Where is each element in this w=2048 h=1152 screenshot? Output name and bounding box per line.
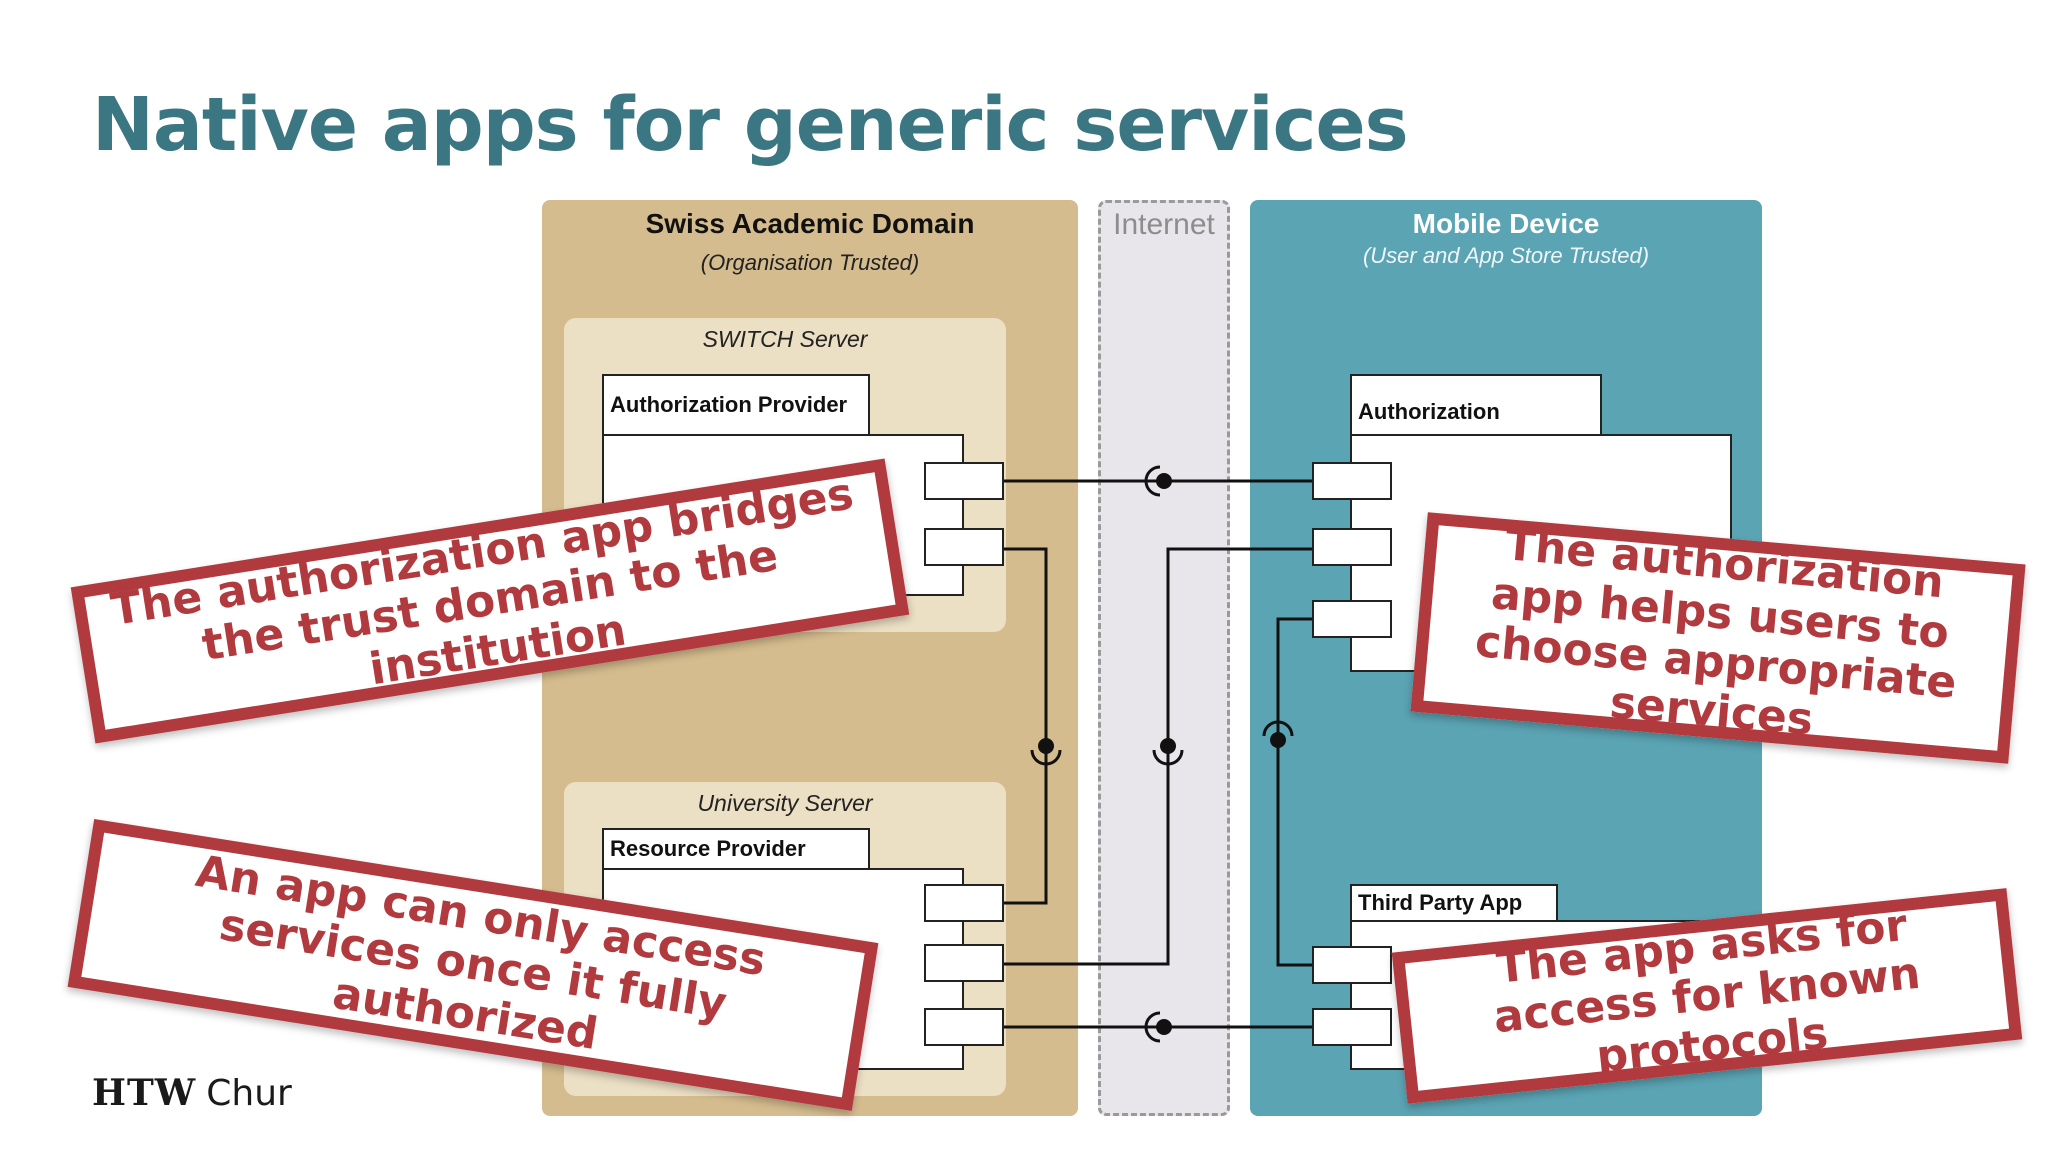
interface-sockets: [1030, 465, 1294, 1043]
socket-icon: [1262, 720, 1294, 737]
third-party-app-port-2: [1312, 1008, 1392, 1046]
authorization-provider-port-2: [924, 528, 1004, 566]
resource-provider-port-2: [924, 944, 1004, 982]
wire-mobile-auth-to-third-party: [1276, 617, 1312, 967]
resource-provider-component: Resource Provider: [602, 828, 870, 870]
academic-zone-subtitle: (Organisation Trusted): [700, 250, 920, 275]
authorization-provider-port-1: [924, 462, 1004, 500]
third-party-app-port-1: [1312, 946, 1392, 984]
socket-icon: [1152, 749, 1184, 766]
mobile-zone-subtitle: (User and App Store Trusted): [1362, 243, 1650, 268]
htw-chur-logo: HTW Chur: [92, 1072, 292, 1114]
university-server-label: University Server: [697, 790, 873, 816]
mobile-authorization-component: Authorization: [1350, 374, 1602, 436]
switch-server-label: SWITCH Server: [702, 326, 868, 352]
logo-bold-text: HTW: [92, 1072, 197, 1114]
socket-icon: [1144, 1011, 1161, 1043]
third-party-app-component: Third Party App: [1350, 884, 1558, 922]
wire-auth-to-resource: [1004, 547, 1048, 905]
mobile-authorization-port-2: [1312, 528, 1392, 566]
mobile-authorization-port-3: [1312, 600, 1392, 638]
ball-icon: [1156, 473, 1172, 489]
ball-icon: [1160, 738, 1176, 754]
mobile-authorization-port-1: [1312, 462, 1392, 500]
internet-zone-title: Internet: [1113, 208, 1215, 241]
academic-zone-title: Swiss Academic Domain: [645, 208, 975, 239]
slide-title: Native apps for generic services: [92, 82, 1409, 168]
wire-mobile-auth-to-resource: [1004, 547, 1312, 966]
ball-icon: [1270, 732, 1286, 748]
authorization-provider-component: Authorization Provider: [602, 374, 870, 436]
resource-provider-port-3: [924, 1008, 1004, 1046]
mobile-zone-title: Mobile Device: [1412, 208, 1600, 239]
socket-icon: [1144, 465, 1161, 497]
logo-light-text: Chur: [206, 1073, 292, 1114]
ball-icon: [1038, 738, 1054, 754]
ball-icon: [1156, 1019, 1172, 1035]
socket-icon: [1030, 749, 1062, 766]
interface-balls: [1038, 473, 1286, 1035]
resource-provider-port-1: [924, 884, 1004, 922]
